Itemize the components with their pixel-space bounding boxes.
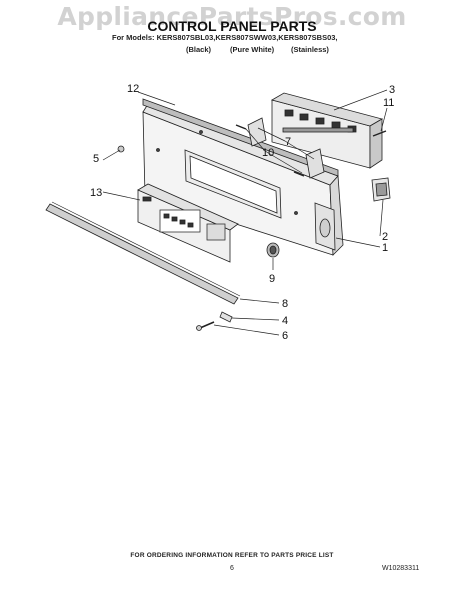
page-title: CONTROL PANEL PARTS [147, 18, 317, 34]
ordering-footer: FOR ORDERING INFORMATION REFER TO PARTS … [130, 552, 334, 559]
callout-2: 2 [382, 231, 388, 243]
screw-11 [372, 130, 387, 137]
variant-pure-white: (Pure White) [230, 45, 275, 54]
callout-9: 9 [269, 273, 275, 285]
control-panel-body [142, 103, 344, 256]
callout-5: 5 [93, 153, 99, 165]
page-number: 6 [230, 565, 234, 572]
variant-black: (Black) [186, 45, 212, 54]
variant-stainless: (Stainless) [291, 45, 329, 54]
callout-1: 1 [382, 242, 388, 254]
top-trim-strip [142, 98, 339, 177]
callout-3: 3 [389, 84, 395, 96]
screw-5 [117, 145, 125, 153]
screw-10b [293, 171, 305, 177]
callout-11: 11 [383, 97, 394, 109]
clip-4 [219, 311, 233, 323]
leader-lines [102, 89, 388, 336]
models-line: For Models: KERS807SBL03,KERS807SWW03,KE… [112, 33, 338, 42]
callout-13: 13 [90, 187, 102, 199]
document-number: W10283311 [382, 565, 420, 572]
callout-4: 4 [282, 315, 288, 327]
switch-block [371, 177, 391, 202]
callout-12: 12 [127, 83, 139, 95]
callout-7: 7 [285, 136, 291, 148]
bracket-left [247, 117, 267, 147]
callout-8: 8 [282, 298, 288, 310]
screw-6 [199, 321, 215, 329]
callout-6: 6 [282, 330, 288, 342]
bracket-right [305, 148, 325, 179]
touch-panel-overlay [137, 183, 239, 263]
gasket-strip [45, 203, 239, 305]
callout-labels: 12 3 11 7 10 5 13 2 1 9 8 4 6 [90, 83, 395, 342]
screw-10a [235, 124, 247, 130]
knob [266, 242, 280, 258]
control-board [270, 92, 384, 169]
watermark: AppliancePartsPros.com [57, 2, 407, 31]
callout-10: 10 [262, 147, 274, 159]
